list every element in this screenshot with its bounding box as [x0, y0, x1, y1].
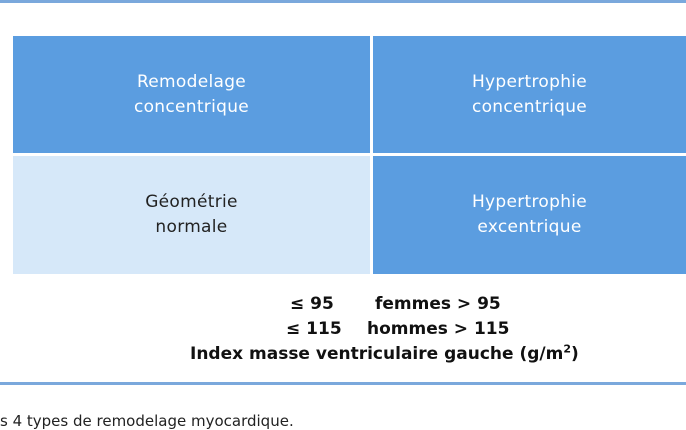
cell-label-line2: concentrique: [133, 96, 250, 117]
legend-row-men: ≤ 115 hommes > 115: [0, 317, 686, 342]
label-men: hommes > 115: [367, 319, 510, 339]
cell-label-line1: Hypertrophie: [471, 71, 588, 92]
bottom-rule: [0, 382, 686, 385]
axis-title-text: Index masse ventriculaire gauche (g/m: [190, 344, 564, 364]
top-rule: [0, 0, 686, 3]
cell-label-line2: excentrique: [477, 217, 582, 237]
cell-hypertrophie-excentrique: Hypertrophie excentrique: [373, 156, 686, 274]
cell-label-line2: concentrique: [471, 96, 588, 117]
threshold-men: ≤ 115: [286, 319, 342, 339]
cell-label-line1: Hypertrophie: [471, 192, 588, 212]
label-women: femmes > 95: [375, 294, 501, 314]
legend-row-women: ≤ 95 femmes > 95: [0, 292, 686, 317]
cell-remodelage-concentrique: Remodelage concentrique: [13, 36, 370, 153]
threshold-women: ≤ 95: [290, 294, 334, 314]
cell-label-line1: Remodelage: [136, 71, 247, 92]
axis-title-superscript: 2: [563, 342, 571, 356]
axis-legend: ≤ 95 femmes > 95 ≤ 115 hommes > 115 Inde…: [0, 292, 686, 364]
cell-hypertrophie-concentrique: Hypertrophie concentrique: [373, 36, 686, 153]
axis-title: Index masse ventriculaire gauche (g/m2): [190, 342, 579, 367]
axis-title-close: ): [570, 344, 579, 364]
cell-geometrie-normale: Géométrie normale: [13, 156, 370, 274]
figure-caption: s 4 types de remodelage myocardique.: [0, 412, 294, 430]
cell-label-line1: Géométrie: [145, 192, 238, 212]
cell-label-line2: normale: [155, 217, 228, 237]
